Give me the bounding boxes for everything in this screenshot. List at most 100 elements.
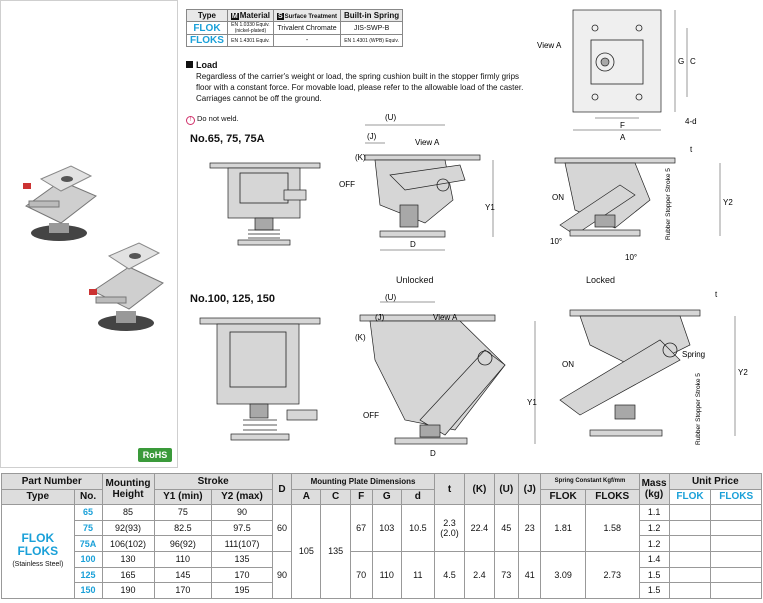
dim-y1-small: Y1 (485, 203, 495, 212)
row-no: 125 (73, 566, 103, 584)
row-y2: 135 (211, 550, 273, 568)
group-b-spring-floks: 2.73 (584, 550, 640, 599)
row-mass: 1.2 (638, 535, 670, 552)
dimensions-table: Part Number Mounting Height Stroke D Mou… (1, 472, 763, 599)
group-b-t: 4.5 (433, 550, 466, 599)
row-height: 165 (101, 566, 155, 584)
price-floks-cell[interactable] (710, 550, 762, 568)
dim-d-small: D (410, 240, 416, 249)
table-row: 100 130 110 135 90 70 110 11 4.5 2.4 73 … (2, 550, 762, 599)
price-floks-cell[interactable] (710, 582, 762, 599)
th-c: C (320, 488, 351, 506)
group-a-t: 2.3(2.0) (433, 504, 466, 552)
dim-j-large: (J) (375, 313, 385, 322)
row-no: 75 (73, 519, 103, 537)
price-floks-cell[interactable] (710, 566, 762, 584)
shared-c: 135 (320, 504, 351, 599)
spec-surface-flok: Trivalent Chromate (272, 21, 342, 35)
row-height: 190 (101, 582, 155, 599)
surface-mark: S (276, 13, 284, 20)
row-mass: 1.1 (638, 504, 670, 521)
th-sc-flok: FLOK (540, 488, 586, 506)
dim-t-large: t (715, 290, 718, 299)
view-a-small: View A (415, 138, 440, 147)
row-y1: 145 (153, 566, 213, 584)
price-flok-cell[interactable] (668, 582, 712, 599)
row-no: 75A (73, 535, 103, 552)
price-floks-cell[interactable] (710, 535, 762, 552)
top-view-drawing: F A G C 4-d View A (537, 9, 697, 142)
price-flok-cell[interactable] (668, 535, 712, 552)
spec-header-spring: Built-in Spring (339, 9, 404, 22)
shared-a: 105 (291, 504, 322, 599)
th-k: (K) (464, 472, 495, 506)
price-floks-cell[interactable] (710, 519, 762, 537)
row-y1: 110 (153, 550, 213, 568)
small-side-locked: ON Y2 t 10° 10° Rubber Stopper Stroke 5 (550, 145, 733, 262)
row-y2: 170 (211, 566, 273, 584)
th-y1: Y1 (min) (153, 488, 213, 506)
spring-label: Spring (682, 350, 705, 359)
dim-f: F (620, 121, 625, 130)
large-side-locked: ON Spring Y2 t Rubber Stopper Stroke 5 (559, 290, 748, 445)
price-flok-cell[interactable] (668, 550, 712, 568)
stopper-photo-1 (23, 165, 97, 241)
group-a-d: 60 (271, 504, 293, 552)
dim-k-small: (K) (355, 153, 366, 162)
th-no: No. (73, 488, 103, 506)
th-part-number: Part Number (1, 473, 103, 490)
price-flok-cell[interactable] (668, 504, 712, 521)
row-y2: 111(107) (211, 535, 273, 552)
dim-j-small: (J) (367, 132, 377, 141)
table-row: 150 190 170 195 1.5 (2, 582, 762, 599)
th-g: G (371, 488, 402, 506)
center-boss (595, 52, 615, 72)
dim-4d: 4-d (685, 117, 697, 126)
mounting-plate (572, 9, 662, 113)
dim-c: C (690, 57, 696, 66)
th-mass: Mass (kg) (638, 472, 670, 506)
price-flok-cell[interactable] (668, 566, 712, 584)
stopper-photo-2 (89, 242, 164, 331)
dim-u-large: (U) (385, 293, 396, 302)
on-label-small: ON (552, 193, 564, 202)
large-side-unlocked: (U) (J) (K) Y1 D View A OFF (355, 293, 537, 458)
group-b-spring-flok: 3.09 (540, 550, 586, 599)
group-b-d: 90 (271, 550, 293, 599)
table-row: 75A 106(102) 96(92) 111(107) 1.2 (2, 535, 762, 552)
th-price-flok: FLOK (668, 488, 712, 506)
spec-material-flok: EN 1.0330 Equiv. (nickel-plated) (226, 21, 274, 35)
spec-material-floks: EN 1.4301 Equiv. (226, 34, 274, 47)
large-front-view (199, 317, 321, 441)
th-mounting-height: Mounting Height (101, 472, 155, 506)
material-mark: M (230, 13, 239, 20)
price-flok-cell[interactable] (668, 519, 712, 537)
th-t: t (433, 472, 466, 506)
row-mass: 1.5 (638, 566, 670, 584)
dim-u-small: (U) (385, 113, 396, 122)
group-b-dd: 11 (400, 550, 435, 599)
table-row: 125 165 145 170 1.5 (2, 566, 762, 584)
price-floks-cell[interactable] (710, 504, 762, 521)
small-side-unlocked: (U) (J) (K) Y1 D View A OFF (339, 113, 495, 251)
row-no: 150 (73, 582, 103, 599)
dim-g: G (678, 57, 684, 66)
dim-y2-small: Y2 (723, 198, 733, 207)
group-a-spring-flok: 1.81 (540, 504, 586, 552)
angle-right-small: 10° (625, 253, 637, 262)
th-stroke: Stroke (153, 473, 273, 490)
group-b-k: 2.4 (464, 550, 495, 599)
th-type: Type (1, 488, 75, 506)
view-a-label-top: View A (537, 41, 562, 50)
row-height: 130 (101, 550, 155, 568)
group-a-f: 67 (349, 504, 373, 552)
small-front-view (209, 162, 321, 246)
spec-header-type: Type (186, 9, 228, 22)
group-a-j: 23 (518, 504, 542, 552)
row-y1: 75 (153, 504, 213, 521)
spec-type-flok: FLOK (186, 21, 228, 35)
